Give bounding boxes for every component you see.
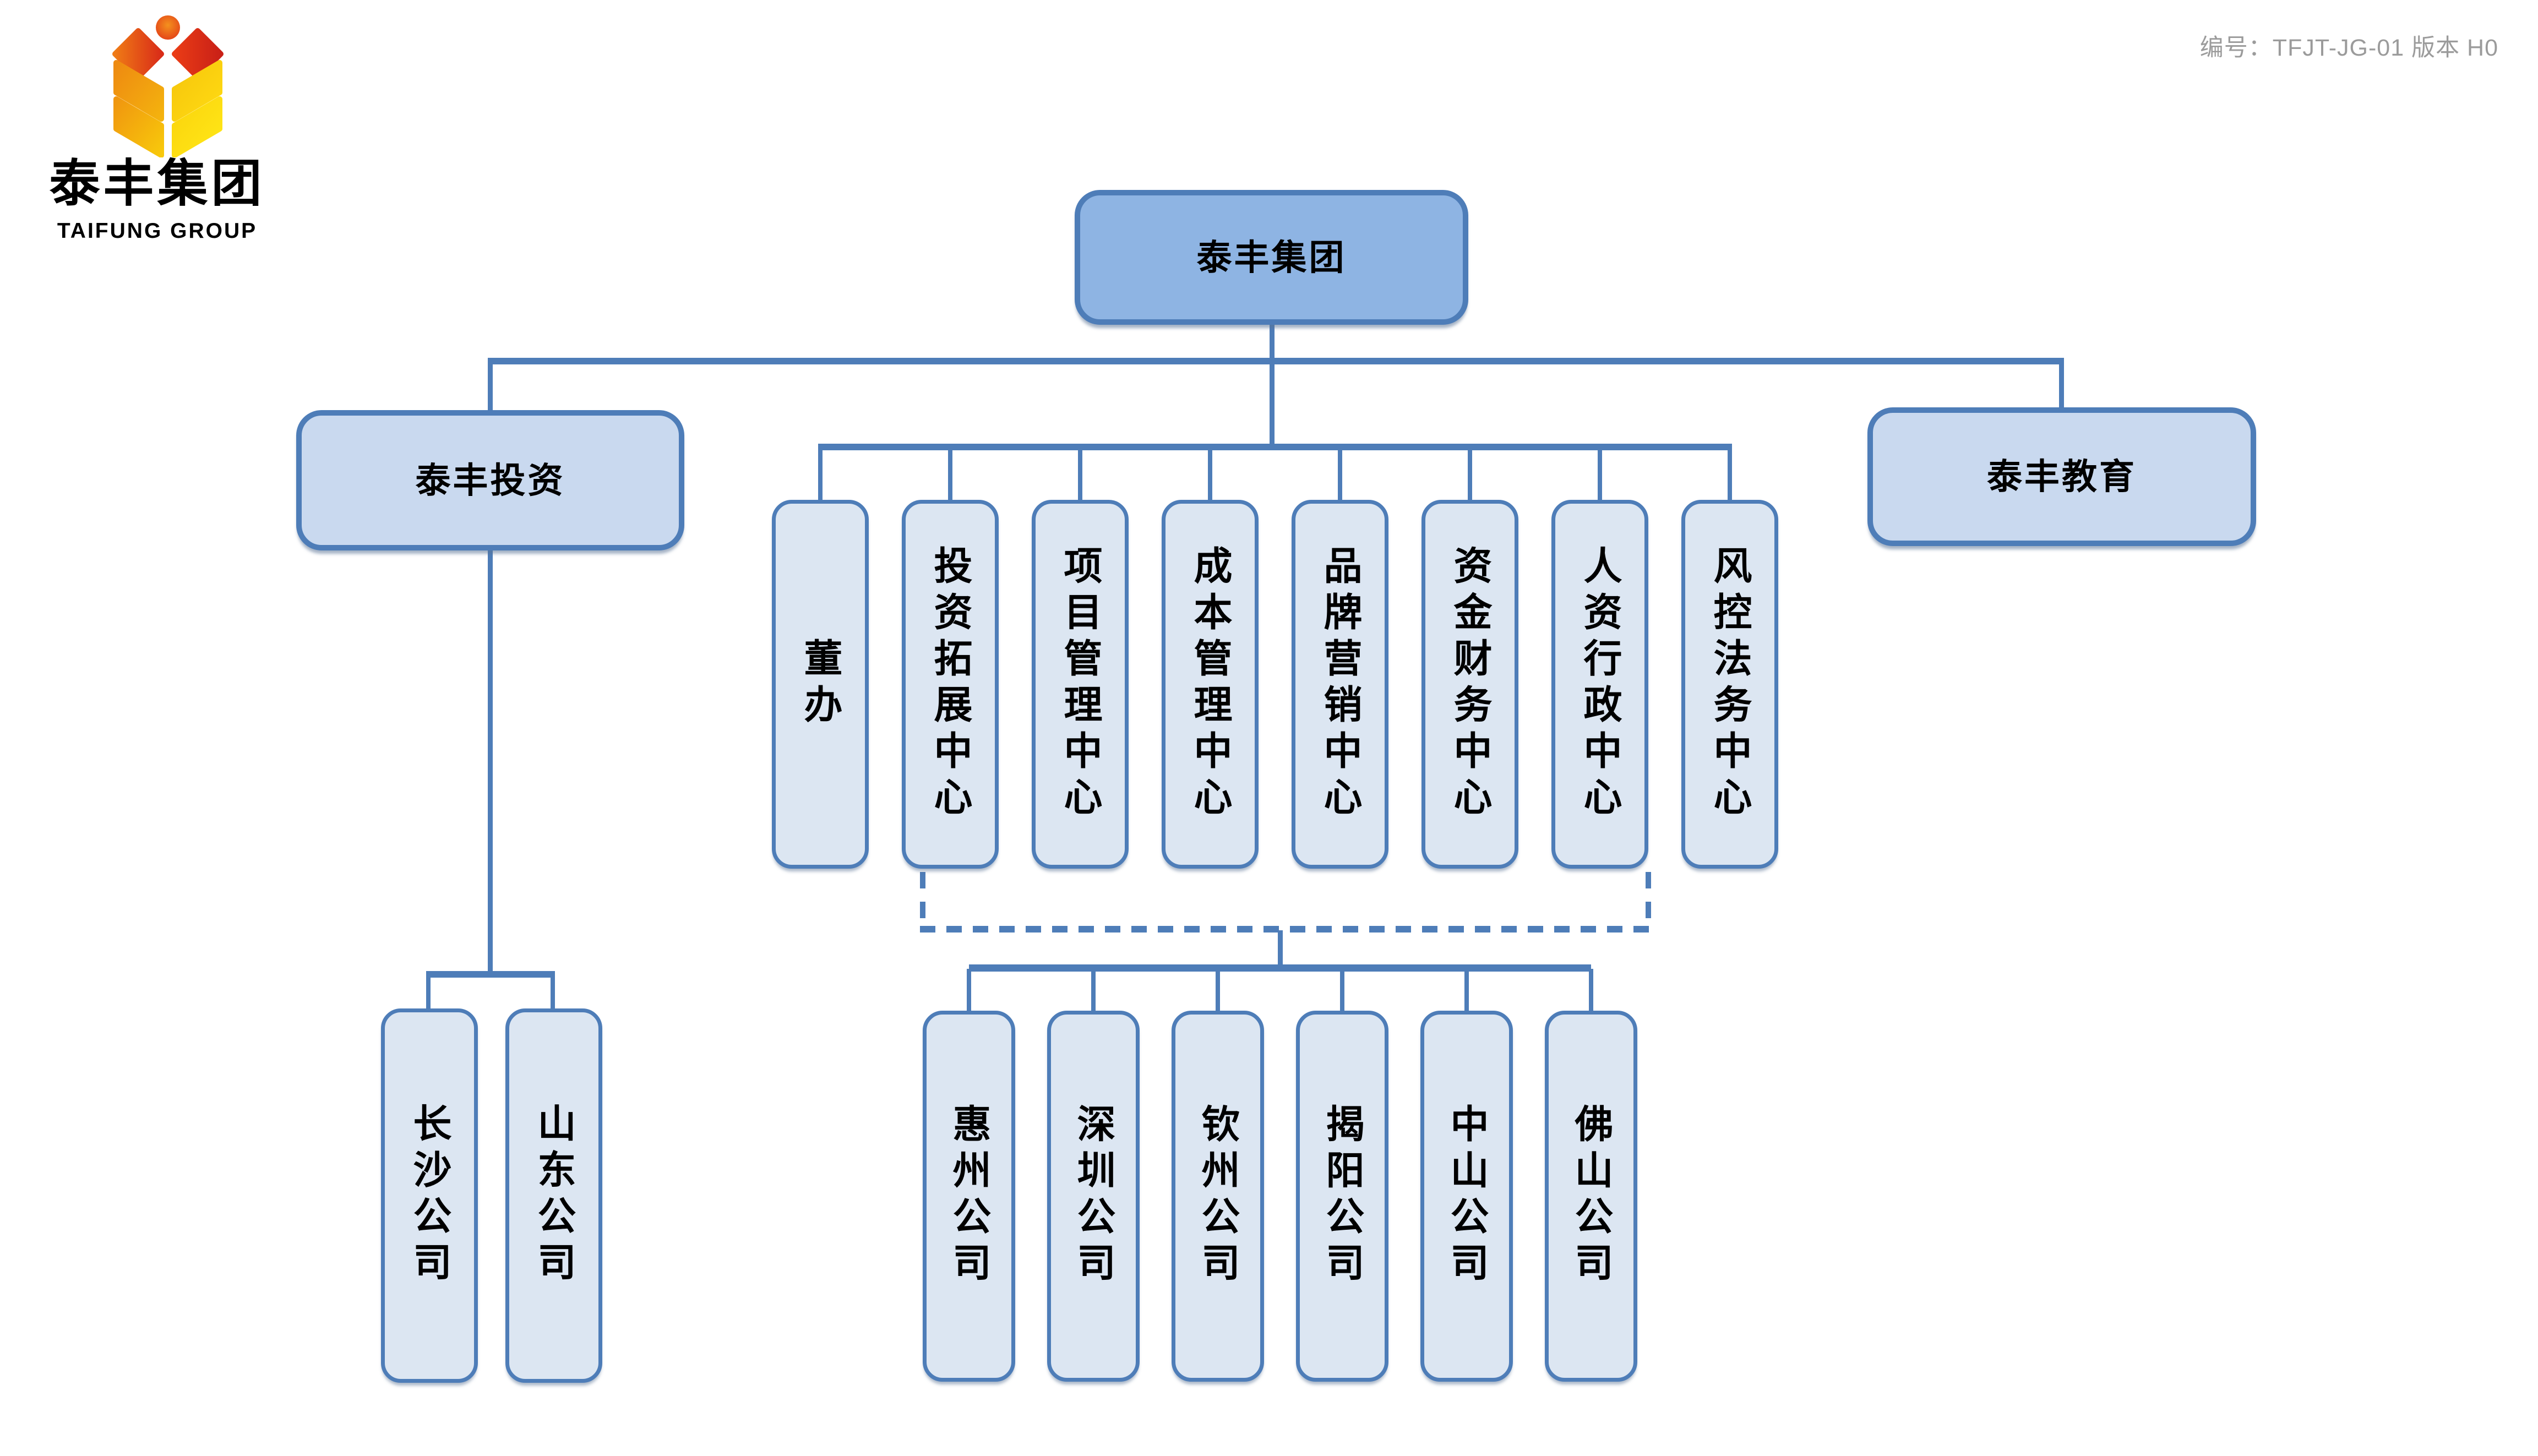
connector-departments-bar — [818, 444, 1732, 450]
logo-text-cn: 泰丰集团 — [49, 156, 265, 212]
regional-company-label: 惠州公司 — [947, 1104, 990, 1289]
regional-company-node: 钦州公司 — [1172, 1011, 1264, 1382]
department-node-label: 资金财务中心 — [1448, 546, 1491, 823]
department-node-label: 品牌营销中心 — [1319, 546, 1361, 823]
connector-company-drop — [1216, 969, 1220, 1013]
connector-company-drop — [1091, 969, 1096, 1013]
subsidiary-node: 山东公司 — [505, 1008, 602, 1383]
regional-company-node: 深圳公司 — [1047, 1011, 1140, 1382]
company-logo: 泰丰集团 TAIFUNG GROUP — [0, 0, 308, 253]
connector-subsidiaries-bar — [426, 971, 555, 978]
root-node: 泰丰集团 — [1075, 190, 1468, 325]
department-node-label: 人资行政中心 — [1578, 546, 1621, 823]
regional-company-node: 惠州公司 — [923, 1011, 1015, 1382]
connector-dept-drop — [948, 448, 952, 502]
dashed-connector-left-vertical — [920, 872, 925, 928]
regional-company-label: 钦州公司 — [1196, 1104, 1239, 1289]
department-node-label: 董办 — [799, 638, 842, 730]
wheat-logo-icon — [112, 15, 224, 157]
department-node: 资金财务中心 — [1422, 500, 1518, 869]
connector-company-drop — [1340, 969, 1344, 1013]
branch-node-label: 泰丰投资 — [415, 460, 565, 500]
regional-company-label: 中山公司 — [1445, 1104, 1488, 1289]
department-node: 成本管理中心 — [1162, 500, 1259, 869]
connector-subsidiary-drop — [551, 975, 555, 1010]
department-node: 风控法务中心 — [1681, 500, 1778, 869]
department-node-label: 风控法务中心 — [1708, 546, 1751, 823]
connector-company-drop — [967, 969, 971, 1013]
connector-investment-drop — [488, 362, 493, 413]
dashed-connector-right-vertical — [1646, 872, 1651, 928]
department-node: 人资行政中心 — [1551, 500, 1648, 869]
department-node: 项目管理中心 — [1032, 500, 1129, 869]
department-node-label: 项目管理中心 — [1059, 546, 1102, 823]
branch-node-taifung-education: 泰丰教育 — [1867, 407, 2256, 546]
connector-subsidiary-drop — [426, 975, 431, 1010]
connector-dept-drop — [1468, 448, 1472, 502]
connector-dept-drop — [1598, 448, 1602, 502]
regional-company-node: 佛山公司 — [1545, 1011, 1637, 1382]
connector-company-drop — [1589, 969, 1593, 1013]
connector-companies-stem — [1278, 930, 1283, 967]
regional-company-label: 揭阳公司 — [1321, 1104, 1364, 1289]
connector-dept-drop — [1728, 448, 1732, 502]
connector-root-vertical — [1270, 323, 1275, 447]
subsidiary-node-label: 山东公司 — [532, 1103, 575, 1288]
connector-dept-drop — [1208, 448, 1212, 502]
branch-node-label: 泰丰教育 — [1987, 457, 2137, 497]
doc-code: 编号：TFJT-JG-01 版本 H0 — [2199, 35, 2498, 61]
branch-node-taifung-investment: 泰丰投资 — [296, 410, 684, 550]
connector-dept-drop — [818, 448, 823, 502]
subsidiary-node-label: 长沙公司 — [408, 1103, 451, 1288]
connector-education-drop — [2059, 362, 2064, 411]
subsidiary-node: 长沙公司 — [381, 1008, 478, 1383]
connector-investment-vertical — [488, 549, 493, 974]
root-node-label: 泰丰集团 — [1196, 237, 1347, 277]
department-node-label: 成本管理中心 — [1189, 546, 1232, 823]
regional-company-label: 深圳公司 — [1072, 1104, 1115, 1289]
connector-company-drop — [1464, 969, 1469, 1013]
regional-company-label: 佛山公司 — [1570, 1104, 1613, 1289]
connector-companies-bar — [969, 964, 1591, 972]
connector-dept-drop — [1338, 448, 1342, 502]
department-node-label: 投资拓展中心 — [929, 546, 972, 823]
connector-top-horizontal — [488, 358, 2064, 364]
dashed-connector-horizontal — [920, 926, 1651, 933]
department-node: 董办 — [772, 500, 869, 869]
regional-company-node: 揭阳公司 — [1296, 1011, 1388, 1382]
department-node: 品牌营销中心 — [1292, 500, 1388, 869]
connector-dept-drop — [1078, 448, 1082, 502]
logo-text-en: TAIFUNG GROUP — [57, 219, 258, 243]
regional-company-node: 中山公司 — [1420, 1011, 1513, 1382]
department-node: 投资拓展中心 — [902, 500, 999, 869]
